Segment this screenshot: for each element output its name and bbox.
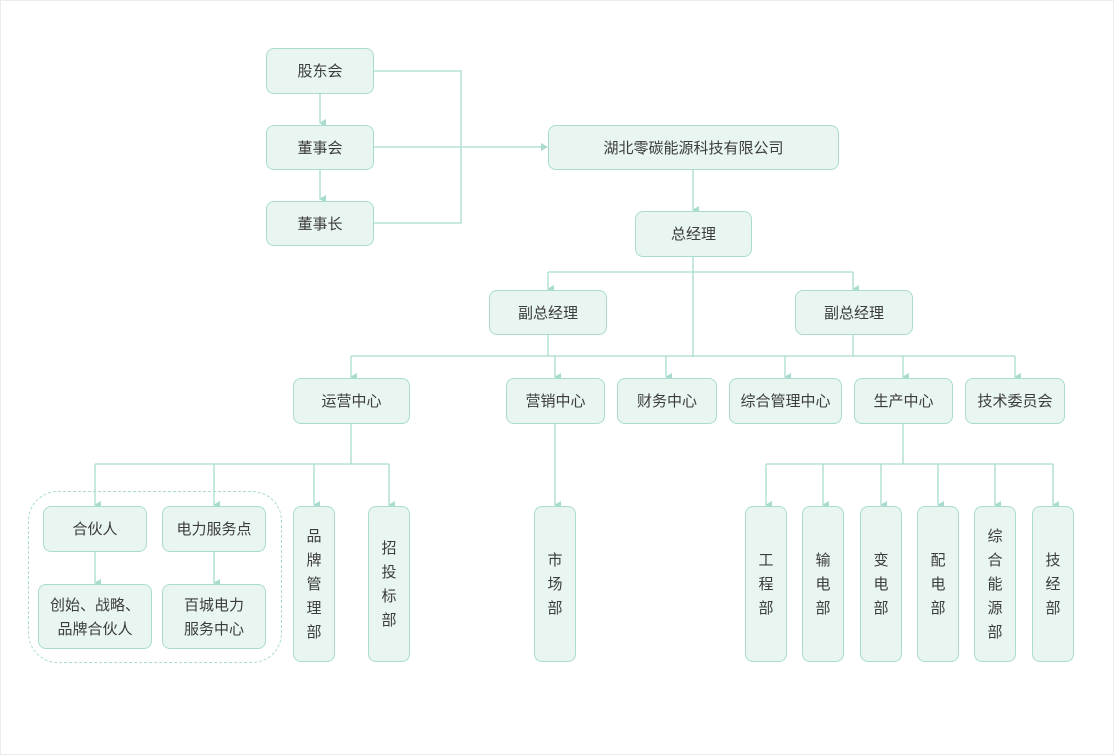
node-market-dept[interactable]: 市 场 部 <box>534 506 576 662</box>
node-deputy-gm-left[interactable]: 副总经理 <box>489 290 607 335</box>
node-distribution-dept[interactable]: 配 电 部 <box>917 506 959 662</box>
node-chairman[interactable]: 董事长 <box>266 201 374 246</box>
partner-group-box <box>28 491 282 663</box>
node-deputy-gm-right[interactable]: 副总经理 <box>795 290 913 335</box>
node-integrated-energy-dept[interactable]: 综 合 能 源 部 <box>974 506 1016 662</box>
node-board[interactable]: 董事会 <box>266 125 374 170</box>
node-engineering-dept[interactable]: 工 程 部 <box>745 506 787 662</box>
node-tech-committee[interactable]: 技术委员会 <box>965 378 1065 424</box>
node-admin-center[interactable]: 综合管理中心 <box>729 378 842 424</box>
node-tech-economics-dept[interactable]: 技 经 部 <box>1032 506 1074 662</box>
node-partner[interactable]: 合伙人 <box>43 506 147 552</box>
node-production-center[interactable]: 生产中心 <box>854 378 953 424</box>
node-finance-center[interactable]: 财务中心 <box>617 378 717 424</box>
node-power-service-center[interactable]: 百城电力 服务中心 <box>162 584 266 649</box>
node-marketing-center[interactable]: 营销中心 <box>506 378 605 424</box>
node-power-service-point[interactable]: 电力服务点 <box>162 506 266 552</box>
node-bidding[interactable]: 招 投 标 部 <box>368 506 410 662</box>
node-shareholders[interactable]: 股东会 <box>266 48 374 94</box>
node-brand-management[interactable]: 品 牌 管 理 部 <box>293 506 335 662</box>
node-partner-types[interactable]: 创始、战略、 品牌合伙人 <box>38 584 152 649</box>
node-company[interactable]: 湖北零碳能源科技有限公司 <box>548 125 839 170</box>
node-general-manager[interactable]: 总经理 <box>635 211 752 257</box>
node-operations-center[interactable]: 运营中心 <box>293 378 410 424</box>
node-substation-dept[interactable]: 变 电 部 <box>860 506 902 662</box>
node-transmission-dept[interactable]: 输 电 部 <box>802 506 844 662</box>
